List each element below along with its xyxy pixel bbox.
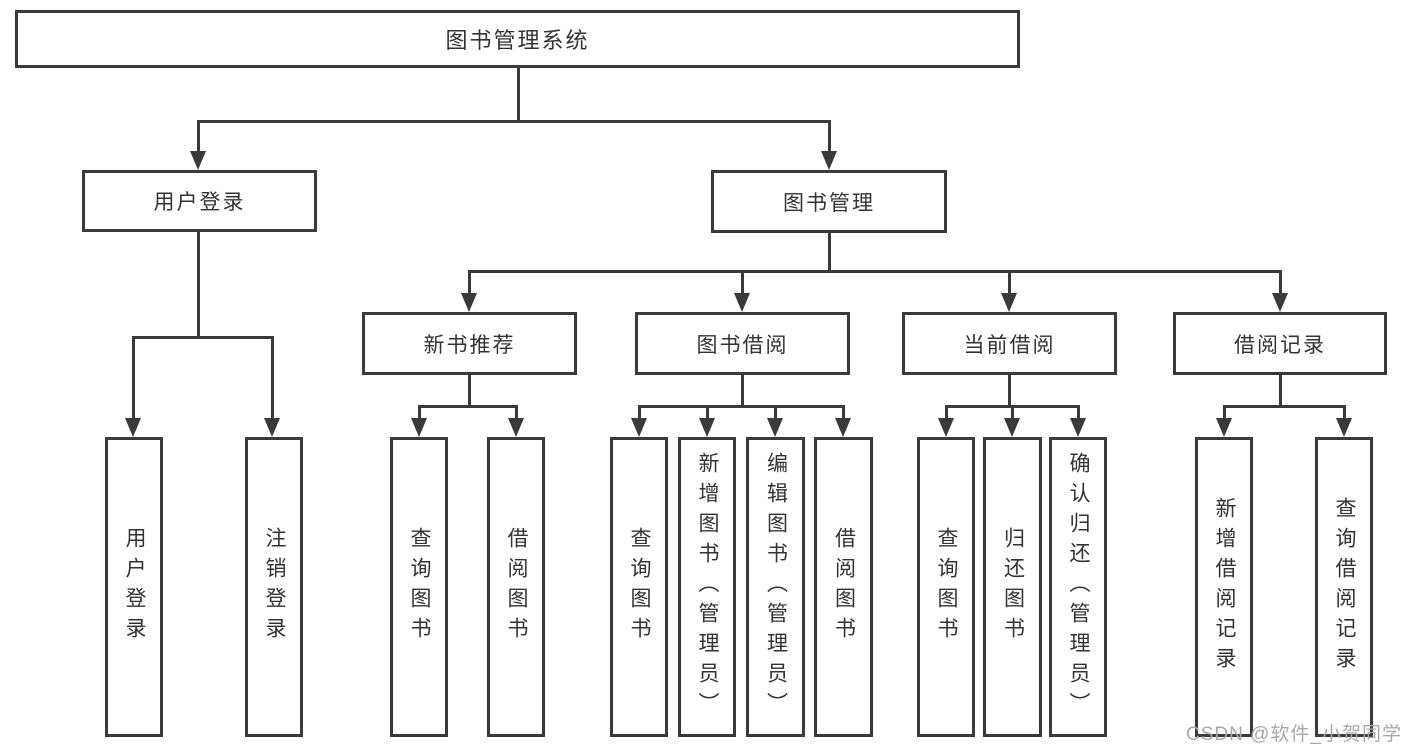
leaf-current-query: 查询图书 [917, 437, 975, 737]
connector-new-books-stub [468, 375, 471, 408]
arrow-down-icon [190, 151, 206, 170]
connector-leaf [842, 405, 845, 422]
connector-borrow-stub [741, 375, 744, 408]
node-book-mgmt: 图书管理 [711, 170, 947, 233]
connector-mgmt-stub [828, 233, 831, 273]
leaf-newbooks-borrow: 借阅图书 [487, 437, 545, 737]
connector-to-new-books [468, 270, 471, 296]
connector-leaf [774, 405, 777, 422]
node-borrow: 图书借阅 [635, 312, 850, 375]
connector-leaf [706, 405, 709, 422]
arrow-down-icon [1272, 293, 1288, 312]
connector-level3-spread [468, 270, 1281, 273]
leaf-records-add: 新增借阅记录 [1195, 437, 1253, 737]
leaf-borrow-edit-admin: 编辑图书（管理员） [746, 437, 805, 737]
arrow-down-icon [938, 418, 954, 437]
arrow-down-icon [835, 418, 851, 437]
connector-records-stub [1279, 375, 1282, 408]
connector-borrow-spread [638, 405, 844, 408]
connector-to-user-login [197, 120, 200, 153]
connector-to-records [1279, 270, 1282, 296]
connector-records-spread [1223, 405, 1345, 408]
connector-leaf [945, 405, 948, 422]
connector-leaf [418, 405, 421, 422]
connector-to-current [1008, 270, 1011, 296]
connector-leaf [1011, 405, 1014, 422]
connector-leaf [1077, 405, 1080, 422]
node-root-library-system: 图书管理系统 [15, 10, 1020, 68]
arrow-down-icon [767, 418, 783, 437]
arrow-down-icon [699, 418, 715, 437]
connector-user-stub [197, 232, 200, 339]
arrow-down-icon [821, 151, 837, 170]
arrow-down-icon [1001, 293, 1017, 312]
connector-root-stub [517, 68, 520, 121]
arrow-down-icon [631, 418, 647, 437]
csdn-watermark: CSDN @软件_小贺同学 [1186, 724, 1402, 745]
connector-current-stub [1008, 375, 1011, 408]
connector-new-books-spread [418, 405, 517, 408]
leaf-borrow-add-admin: 新增图书（管理员） [678, 437, 736, 737]
connector-to-logout-leaf [271, 336, 274, 422]
arrow-down-icon [1336, 418, 1352, 437]
leaf-current-return: 归还图书 [983, 437, 1042, 737]
connector-leaf [515, 405, 518, 422]
arrow-down-icon [734, 293, 750, 312]
node-user-login: 用户登录 [82, 170, 317, 232]
connector-to-user-login-leaf [132, 336, 135, 422]
leaf-user-login: 用户登录 [105, 437, 163, 737]
connector-user-spread [132, 336, 274, 339]
node-current: 当前借阅 [902, 312, 1117, 375]
arrow-down-icon [264, 418, 280, 437]
arrow-down-icon [1216, 418, 1232, 437]
arrow-down-icon [411, 418, 427, 437]
leaf-records-query: 查询借阅记录 [1315, 437, 1373, 737]
arrow-down-icon [1070, 418, 1086, 437]
leaf-logout: 注销登录 [245, 437, 303, 737]
connector-leaf [638, 405, 641, 422]
leaf-newbooks-query: 查询图书 [390, 437, 448, 737]
arrow-down-icon [508, 418, 524, 437]
connector-to-borrow [741, 270, 744, 296]
connector-to-book-mgmt [828, 120, 831, 153]
node-new-books: 新书推荐 [362, 312, 577, 375]
arrow-down-icon [125, 418, 141, 437]
connector-leaf [1343, 405, 1346, 422]
connector-leaf [1223, 405, 1226, 422]
leaf-current-confirm-admin: 确认归还（管理员） [1049, 437, 1107, 737]
leaf-borrow-borrow: 借阅图书 [814, 437, 873, 737]
connector-level2-spread [197, 120, 831, 123]
leaf-borrow-query: 查询图书 [610, 437, 668, 737]
arrow-down-icon [1004, 418, 1020, 437]
node-records: 借阅记录 [1173, 312, 1387, 375]
arrow-down-icon [461, 293, 477, 312]
